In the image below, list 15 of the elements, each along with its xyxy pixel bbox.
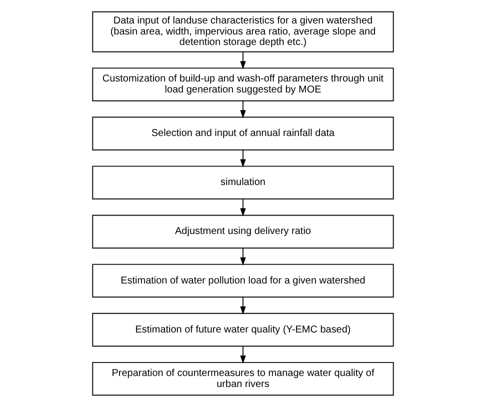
arrow	[240, 51, 246, 70]
node-box: Customization of build-up and wash-off parameters through unit load generation suggested by MOE	[92, 68, 394, 102]
node-box: Estimation of future water quality (Y-EMC based)	[92, 312, 394, 347]
node-box: Preparation of countermeasures to manage water quality of urban rivers	[92, 362, 394, 396]
arrow	[240, 346, 246, 364]
arrow	[240, 248, 246, 266]
node-box: Data input of landuse characteristics for a given watershed (basin area, width, impervious area ratio, average slope and detention storage depth etc.)	[92, 11, 394, 52]
arrow	[240, 149, 246, 168]
arrow	[240, 100, 246, 118]
node-box: Selection and input of annual rainfall data	[92, 116, 394, 150]
arrow	[240, 198, 246, 216]
node-box: simulation	[92, 166, 394, 200]
node-box: Adjustment using delivery ratio	[92, 214, 394, 249]
node-box: Estimation of water pollution load for a given watershed	[92, 264, 394, 298]
arrow	[240, 296, 246, 315]
